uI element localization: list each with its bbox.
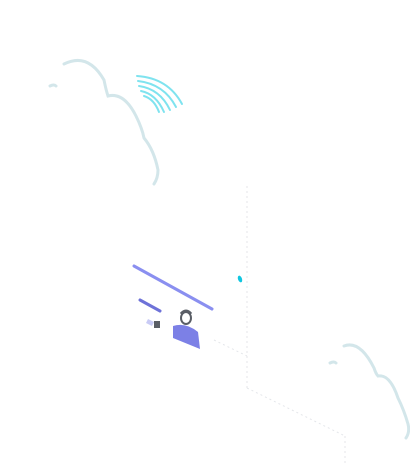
user-avatar-icon [173, 309, 200, 349]
laptop-key [154, 321, 160, 328]
laptop-screen-edge [132, 264, 214, 311]
cloud-left-icon [48, 59, 160, 186]
laptop-button [146, 319, 154, 326]
laptop-icon [132, 264, 214, 328]
cloud-right-icon [328, 343, 410, 440]
status-dot-icon [237, 275, 243, 283]
connection-lines [213, 186, 346, 466]
wifi-signal-icon [136, 75, 183, 113]
laptop-screen-inner [138, 298, 162, 313]
